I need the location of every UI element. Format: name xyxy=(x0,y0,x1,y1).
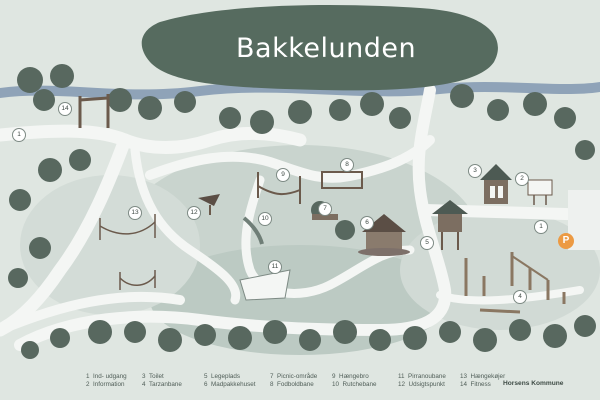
slide xyxy=(242,216,264,245)
path-west xyxy=(0,133,132,337)
path-south-east xyxy=(436,286,584,305)
hammocks xyxy=(99,214,156,290)
path-south-west xyxy=(0,291,185,335)
legend-item: 1 Ind- udgang xyxy=(86,373,127,380)
marker-slide[interactable]: 10 xyxy=(258,212,272,226)
map-title: Bakkelunden xyxy=(236,33,417,64)
legend-column-7: 13 Hængekøjer 14 Fitness xyxy=(460,373,505,389)
marker-playground[interactable]: 5 xyxy=(420,236,434,250)
path-inner xyxy=(241,175,335,298)
picnic-table xyxy=(312,214,338,220)
municipality-logo-text: Horsens Kommune xyxy=(503,380,564,387)
legend-item: 11 Pirranoubane xyxy=(398,373,446,380)
legend-item: 14 Fitness xyxy=(460,381,491,388)
marker-entrance-east[interactable]: 1 xyxy=(534,220,548,234)
football-goal xyxy=(321,171,363,189)
legend-column-1: 1 Ind- udgang 2 Information xyxy=(86,373,127,389)
marker-picnic-area[interactable]: 7 xyxy=(318,202,332,216)
fitness-bars xyxy=(78,94,110,128)
legend-item: 4 Tarzanbane xyxy=(142,381,182,388)
legend-item: 6 Madpakkehuset xyxy=(204,381,256,388)
legend-item: 2 Information xyxy=(86,381,125,388)
legend-item: 7 Picnic-område xyxy=(270,373,318,380)
legend-item: 13 Hængekøjer xyxy=(460,373,506,380)
path-inner-west xyxy=(130,145,241,305)
marker-information[interactable]: 2 xyxy=(515,172,529,186)
lookout-point xyxy=(198,194,220,215)
marker-pirate-course[interactable]: 11 xyxy=(268,260,282,274)
legend-column-3: 5 Legeplads 6 Madpakkehuset xyxy=(204,373,255,389)
marker-lunch-house[interactable]: 6 xyxy=(360,216,374,230)
marker-entrance-west[interactable]: 1 xyxy=(12,128,26,142)
marker-hammocks[interactable]: 13 xyxy=(128,206,142,220)
legend-item: 5 Legeplads xyxy=(204,373,241,380)
picnic-shelter xyxy=(358,214,410,256)
legend-item: 9 Hængebro xyxy=(332,373,369,380)
legend-item: 3 Toilet xyxy=(142,373,164,380)
marker-suspension-bridge[interactable]: 9 xyxy=(276,168,290,182)
legend-column-6: 11 Pirranoubane 12 Udsigtspunkt xyxy=(398,373,446,389)
path-north-west xyxy=(0,124,307,154)
info-board xyxy=(527,179,553,205)
tarzan-course xyxy=(464,252,566,314)
marker-toilet[interactable]: 3 xyxy=(468,164,482,178)
legend-item: 8 Fodboldbane xyxy=(270,381,314,388)
parking-marker[interactable]: P xyxy=(558,233,574,249)
trees xyxy=(8,64,596,359)
marker-tarzan-course[interactable]: 4 xyxy=(513,290,527,304)
legend-column-2: 3 Toilet 4 Tarzanbane xyxy=(142,373,182,389)
marker-fitness[interactable]: 14 xyxy=(58,102,72,116)
path-loop-east-south xyxy=(14,84,452,351)
suspension-bridge xyxy=(257,172,301,204)
marker-football-pitch[interactable]: 8 xyxy=(340,158,354,172)
legend-column-5: 9 Hængebro 10 Rutchebane xyxy=(332,373,376,389)
path-center-north xyxy=(145,135,435,183)
river xyxy=(0,82,600,100)
legend-item: 12 Udsigtspunkt xyxy=(398,381,445,388)
playground-tower xyxy=(432,200,468,250)
title-banner xyxy=(141,4,498,91)
legend-column-4: 7 Picnic-område 8 Fodboldbane xyxy=(270,373,317,389)
marker-lookout-point[interactable]: 12 xyxy=(187,206,201,220)
toilet-building xyxy=(480,164,512,204)
legend-item: 10 Rutchebane xyxy=(332,381,377,388)
